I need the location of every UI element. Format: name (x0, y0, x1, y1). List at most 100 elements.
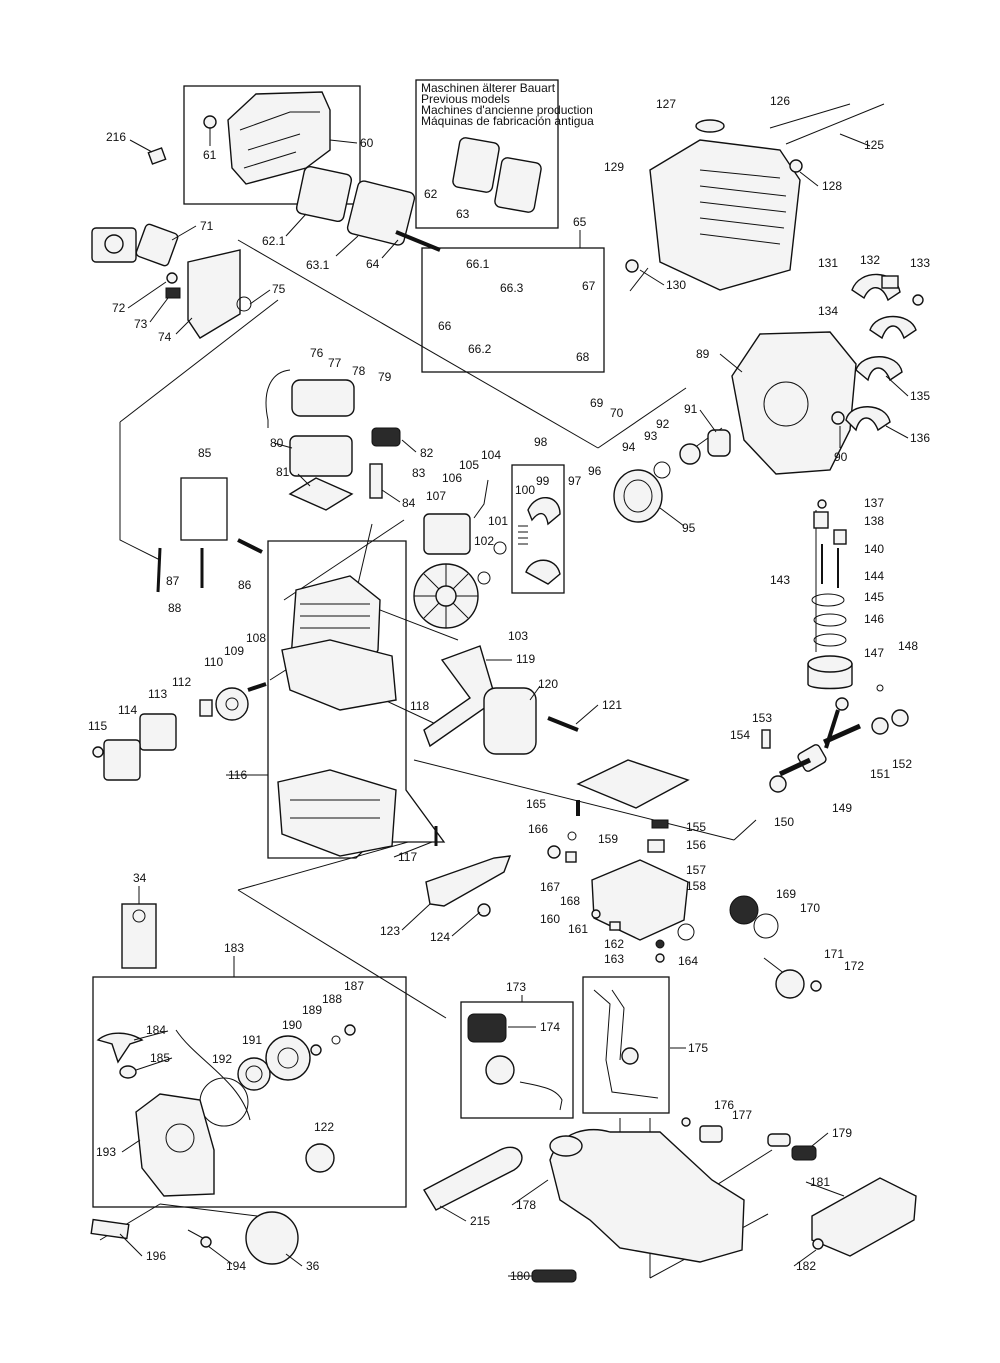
handle-215 (423, 1146, 523, 1211)
part-label: 188 (322, 992, 342, 1006)
box-muffler-parts (421, 247, 605, 373)
clamp-134 (869, 315, 917, 340)
guide-lines (99, 239, 817, 1279)
cover-114 (103, 739, 141, 781)
part-label: 177 (732, 1108, 752, 1122)
gear-109 (215, 687, 249, 721)
part-label: 187 (344, 979, 364, 993)
part-label: 63 (456, 207, 470, 221)
part-label: 160 (540, 912, 560, 926)
box-previous-models (415, 79, 559, 229)
part-label: 99 (536, 474, 550, 488)
part-label: 105 (459, 458, 479, 472)
pin-108 (247, 682, 267, 692)
part-166 (567, 831, 577, 841)
part-label: 78 (352, 364, 366, 378)
part-177 (699, 1125, 723, 1143)
clutch-drum-95-inner (623, 479, 653, 513)
part-label: 96 (588, 464, 602, 478)
part-label: 178 (516, 1198, 536, 1212)
part-label: 155 (686, 820, 706, 834)
bearing-91 (707, 429, 731, 457)
part-label: 119 (516, 652, 535, 666)
part-label: 134 (818, 304, 838, 318)
part-label: 114 (118, 703, 137, 717)
handle-184 (96, 1032, 144, 1064)
part-label: 129 (604, 160, 624, 174)
part-168 (565, 851, 577, 863)
seal-151 (871, 717, 889, 735)
rocker-cover-78 (291, 379, 355, 417)
ring-146 (813, 613, 847, 627)
part-label: 171 (824, 947, 844, 961)
part-label: 106 (442, 471, 462, 485)
air-filter-cover (227, 91, 331, 185)
part-label: 110 (204, 655, 223, 669)
part-label: 162 (604, 937, 624, 951)
part-label: 185 (150, 1051, 170, 1065)
part-label: 174 (540, 1020, 560, 1034)
part-161 (609, 921, 621, 931)
o-ring-75 (236, 296, 252, 312)
part-label: 147 (864, 646, 884, 660)
part-label: 192 (212, 1052, 232, 1066)
part-171 (775, 969, 805, 999)
part-label: 113 (148, 687, 167, 701)
part-label: 83 (412, 466, 426, 480)
part-label: 34 (133, 871, 147, 885)
crankshaft-149 (778, 697, 862, 777)
part-label: 69 (590, 396, 604, 410)
grommet-175 (621, 1047, 639, 1065)
box-group-173 (460, 1001, 574, 1119)
washer-162 (655, 939, 665, 949)
part-label: 146 (864, 612, 884, 626)
part-label: 71 (200, 219, 214, 233)
screw-187 (344, 1024, 356, 1036)
part-label: 121 (602, 698, 622, 712)
spark-plug-84 (369, 463, 383, 499)
part-label: 61 (203, 148, 217, 162)
part-label: 163 (604, 952, 624, 966)
part-label: 183 (224, 941, 244, 955)
part-number-labels: 216 60 61 62 62.1 63 63.1 64 65 66 66.1 … (88, 94, 930, 1283)
filter-63-1 (346, 180, 416, 246)
bolt-64 (395, 230, 441, 252)
part-label: 81 (276, 465, 290, 479)
part-196 (90, 1218, 130, 1240)
ring-192 (199, 1077, 249, 1127)
part-label: 149 (832, 801, 852, 815)
part-label: 176 (714, 1098, 734, 1112)
part-label: 66.2 (468, 342, 492, 356)
fuel-line-175 (593, 989, 659, 1099)
part-label: 118 (410, 699, 429, 713)
part-179a (767, 1133, 791, 1147)
part-label: 87 (166, 574, 180, 588)
clutch-housing-89 (731, 331, 857, 475)
part-label: 182 (796, 1259, 816, 1273)
piston-147 (807, 655, 853, 690)
bolt-182 (812, 1238, 824, 1250)
part-label: 100 (515, 483, 535, 497)
part-label: 127 (656, 97, 676, 111)
part-label: 125 (864, 138, 884, 152)
gear-109-hub (225, 697, 239, 711)
part-157 (647, 839, 665, 853)
part-label: 70 (610, 406, 624, 420)
part-label: 148 (898, 639, 918, 653)
part-label: 85 (198, 446, 212, 460)
screw-194 (200, 1236, 212, 1248)
part-label: 92 (656, 417, 670, 431)
part-label: 65 (573, 215, 587, 229)
part-189 (310, 1044, 322, 1056)
clip-148 (876, 684, 884, 692)
part-label: 216 (106, 130, 126, 144)
spring-138 (813, 511, 829, 529)
starter-case-193-hub (165, 1123, 195, 1153)
part-label: 161 (568, 922, 588, 936)
part-label: 135 (910, 389, 930, 403)
part-label: 156 (686, 838, 706, 852)
bolt-90 (831, 411, 845, 425)
part-label: 82 (420, 446, 434, 460)
fuel-tank-178-neck (549, 1135, 583, 1157)
clutch-shoe-99b (525, 559, 561, 585)
